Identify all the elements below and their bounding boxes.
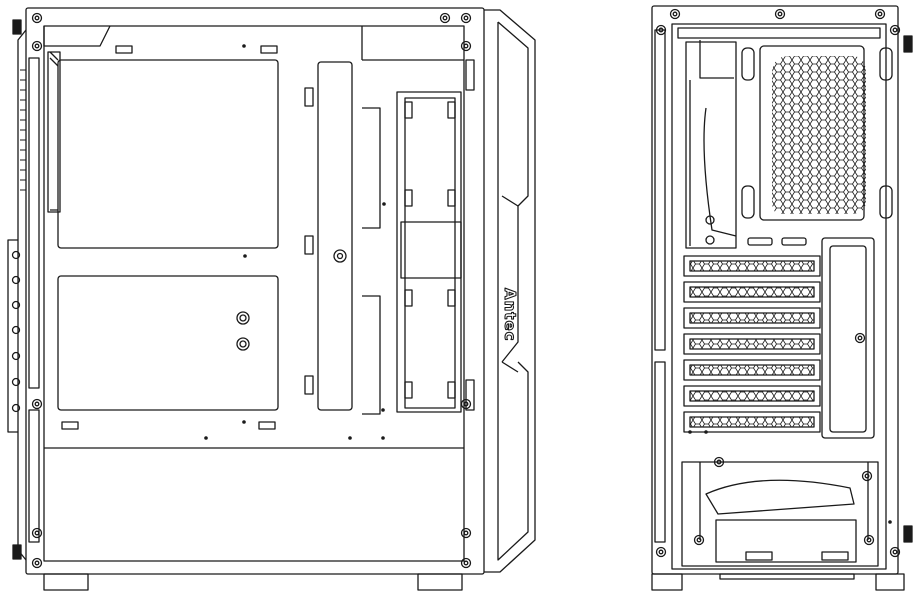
side-outer-frame bbox=[25, 7, 485, 575]
side-slot-knobs bbox=[11, 250, 21, 413]
side-top-edge bbox=[43, 25, 111, 47]
rear-fan-mesh bbox=[772, 56, 866, 214]
side-cpu-cutout bbox=[57, 59, 279, 249]
rear-slot-bracket bbox=[821, 237, 875, 439]
rear-psu-screws bbox=[693, 456, 875, 546]
side-cage-slots bbox=[404, 101, 456, 399]
side-left-rail-lower bbox=[28, 409, 40, 543]
side-corner-screws bbox=[31, 12, 472, 569]
rear-inner-frame bbox=[671, 23, 887, 570]
rear-expansion-slots bbox=[683, 255, 821, 433]
side-foot-right bbox=[417, 573, 463, 591]
side-mount-dots bbox=[204, 44, 386, 440]
side-cable-channel bbox=[317, 61, 353, 411]
side-hdd-cage bbox=[396, 91, 462, 413]
side-left-strip bbox=[17, 29, 27, 561]
rear-view bbox=[651, 5, 913, 591]
side-brand-logo: Antec bbox=[500, 287, 519, 342]
rear-psu-bay bbox=[681, 461, 879, 567]
side-left-rail bbox=[28, 57, 40, 389]
side-front-bezel bbox=[484, 9, 536, 573]
side-foot-left bbox=[43, 573, 89, 591]
side-standoffs bbox=[236, 311, 250, 351]
rear-io-shield bbox=[685, 41, 737, 249]
svg-text:Antec: Antec bbox=[501, 288, 519, 342]
side-rear-io-ticks bbox=[20, 69, 26, 191]
rear-corner-screws bbox=[655, 8, 901, 558]
side-view: Antec bbox=[7, 7, 536, 591]
side-psu-cutout bbox=[57, 275, 279, 411]
side-slot-flap bbox=[7, 239, 18, 433]
rear-foot-right bbox=[875, 573, 905, 591]
side-ssd-bay bbox=[362, 107, 381, 415]
side-inner-frame bbox=[43, 25, 465, 562]
rear-foot-left bbox=[651, 573, 683, 591]
